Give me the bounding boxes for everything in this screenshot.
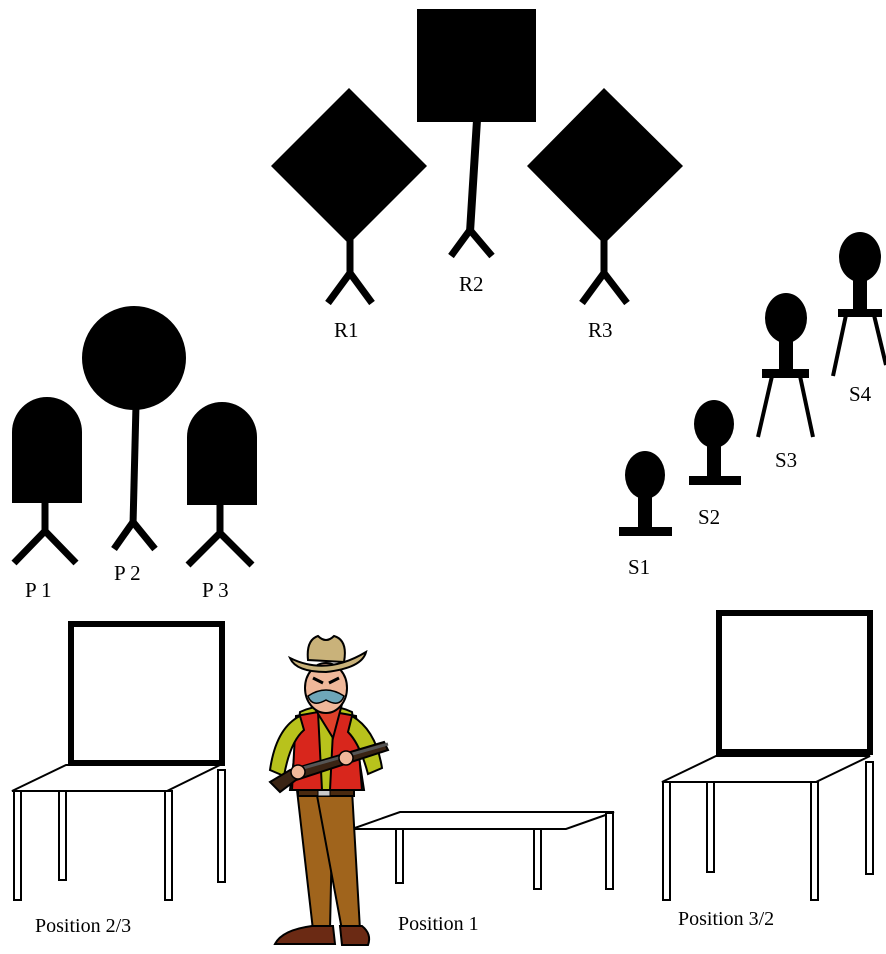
label-r3: R3: [588, 318, 613, 343]
cowboy-with-shotgun-icon: [270, 636, 388, 945]
label-p3: P 3: [202, 578, 229, 603]
target-r1: [271, 88, 427, 303]
target-p3: [187, 402, 257, 565]
label-position-3-2: Position 3/2: [678, 908, 774, 931]
label-position-2-3: Position 2/3: [35, 915, 131, 938]
label-p2: P 2: [114, 561, 141, 586]
label-r1: R1: [334, 318, 359, 343]
target-r2: [417, 9, 536, 256]
label-s4: S4: [849, 382, 871, 407]
label-s3: S3: [775, 448, 797, 473]
label-s1: S1: [628, 555, 650, 580]
label-p1: P 1: [25, 578, 52, 603]
window-frame-right: [719, 613, 870, 752]
target-s4: [833, 232, 886, 376]
target-s3: [758, 293, 813, 437]
target-s1: [619, 451, 672, 536]
label-position-1: Position 1: [398, 913, 479, 936]
table-position-1: [352, 812, 614, 889]
label-s2: S2: [698, 505, 720, 530]
window-frame-left: [71, 624, 222, 763]
target-r3: [527, 88, 683, 303]
table-position-2-3: [12, 624, 225, 900]
label-r2: R2: [459, 272, 484, 297]
table-position-3-2: [662, 613, 873, 900]
target-s2: [689, 400, 741, 485]
target-p1: [12, 397, 82, 563]
target-p2: [82, 306, 186, 549]
